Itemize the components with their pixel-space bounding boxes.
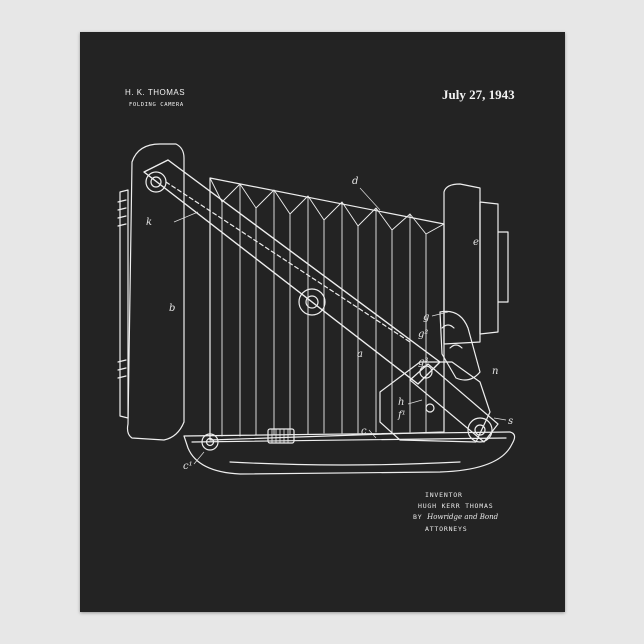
label-g: g [423,312,429,323]
label-c1: c¹ [183,461,193,472]
label-c: c [361,426,367,437]
label-e: e [473,237,479,248]
label-a: a [357,349,363,360]
strut-arm-b [166,182,410,342]
label-b: b [169,303,175,314]
label-n: n [492,366,498,377]
label-f1: f¹ [397,410,406,421]
signature-by-line: BY Howridge and Bond [413,513,498,521]
label-g2: g² [418,329,428,340]
mount-bracket [380,362,490,442]
lens-barrel [480,202,498,334]
label-g3: g³ [418,357,428,368]
label-k: k [146,217,152,228]
folding-camera-drawing: b k d e a g g² g³ h f¹ c c¹ s n [80,32,565,612]
label-h: h [398,397,404,408]
signature-by: BY [413,513,422,521]
signature-heading: INVENTOR [425,491,463,499]
signature-role: ATTORNEYS [425,525,467,533]
signature-inventor-name: HUGH KERR THOMAS [418,502,493,510]
signature-attorneys-names: Howridge and Bond [427,513,498,521]
label-d: d [352,176,358,187]
lens-standard [444,184,480,344]
label-s: s [508,416,513,427]
patent-poster: H. K. THOMAS FOLDING CAMERA July 27, 194… [80,32,565,612]
